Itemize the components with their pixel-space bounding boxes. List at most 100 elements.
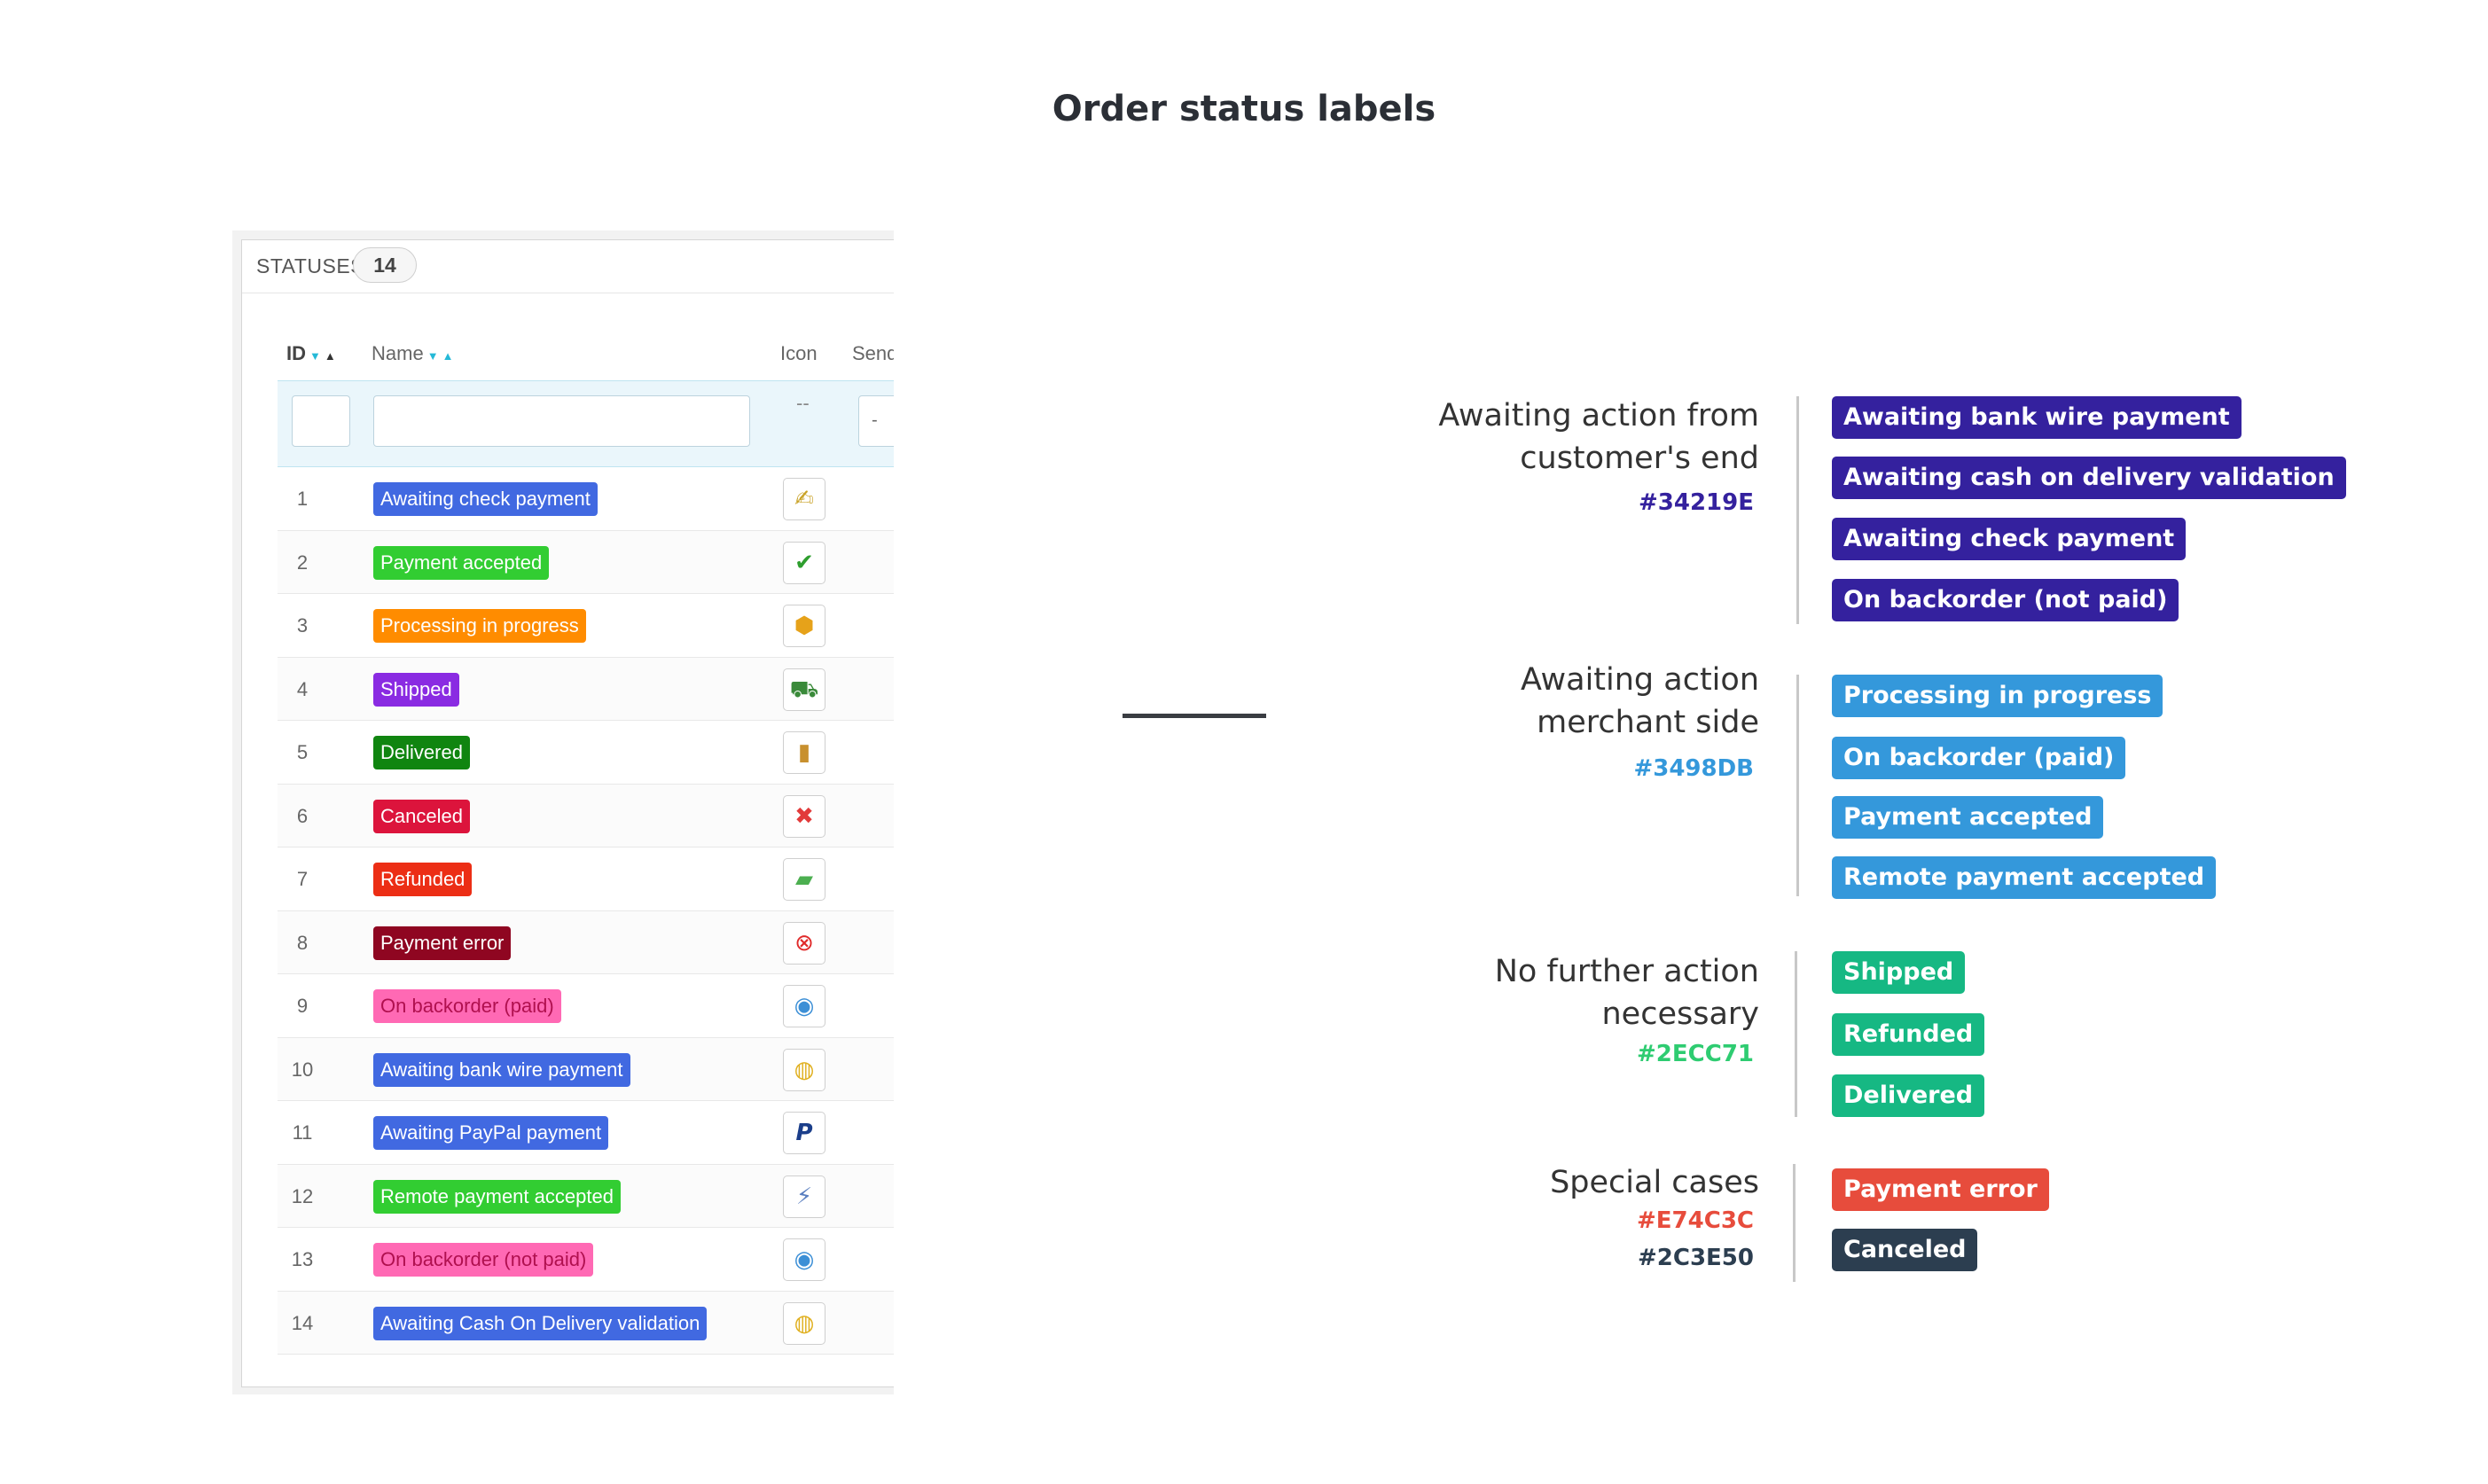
sort-desc-icon[interactable]: ▼ bbox=[309, 349, 321, 363]
box-icon: ▮ bbox=[783, 731, 825, 774]
row-id: 5 bbox=[296, 741, 309, 763]
group-divider bbox=[1793, 1164, 1796, 1282]
status-pill: Processing in progress bbox=[1832, 675, 2163, 717]
row-id: 7 bbox=[296, 868, 309, 890]
row-id: 12 bbox=[291, 1184, 314, 1207]
coins-icon: ◍ bbox=[783, 1048, 825, 1091]
status-name-label: Awaiting Cash On Delivery validation bbox=[373, 1306, 708, 1340]
row-id: 8 bbox=[296, 931, 309, 954]
row-id: 6 bbox=[296, 804, 309, 827]
group-label: Awaiting action from customer's end bbox=[1263, 394, 1759, 480]
status-pill: Awaiting bank wire payment bbox=[1832, 396, 2242, 439]
error-circle-icon: ⊗ bbox=[783, 921, 825, 965]
sort-asc-icon[interactable]: ▲ bbox=[324, 349, 336, 363]
table-row[interactable]: 10 Awaiting bank wire payment ◍ bbox=[278, 1037, 894, 1101]
status-pill: Remote payment accepted bbox=[1832, 856, 2217, 899]
status-name-label: Processing in progress bbox=[373, 609, 586, 643]
table-row[interactable]: 5 Delivered ▮ bbox=[278, 721, 894, 785]
group-label: Awaiting action merchant side bbox=[1263, 659, 1759, 744]
group-label: No further action necessary bbox=[1263, 950, 1759, 1035]
status-pill: Shipped bbox=[1832, 951, 1966, 994]
row-id: 9 bbox=[296, 995, 309, 1017]
group-label-line: Awaiting action from bbox=[1438, 398, 1759, 433]
table-row[interactable]: 4 Shipped ⛟ bbox=[278, 657, 894, 721]
status-name-label: Payment accepted bbox=[373, 545, 550, 580]
page-title: Order status labels bbox=[1052, 89, 1436, 129]
cross-icon: ✖ bbox=[783, 794, 825, 838]
group-label: Special cases bbox=[1263, 1161, 1759, 1204]
column-header-name-label: Name bbox=[372, 342, 424, 364]
column-header-name[interactable]: Name▼▲ bbox=[372, 342, 453, 365]
group-label-line: merchant side bbox=[1537, 705, 1759, 740]
connector-line bbox=[1123, 714, 1266, 718]
table-row[interactable]: 11 Awaiting PayPal payment P bbox=[278, 1101, 894, 1165]
status-name-label: Canceled bbox=[373, 799, 470, 833]
row-id: 2 bbox=[296, 551, 309, 574]
status-name-label: Awaiting bank wire payment bbox=[373, 1052, 630, 1087]
filter-row: -- - bbox=[278, 380, 894, 467]
status-name-label: Refunded bbox=[373, 863, 473, 896]
table-row[interactable]: 6 Canceled ✖ bbox=[278, 784, 894, 847]
group-hex-code: #3498DB bbox=[1633, 755, 1754, 782]
status-pill: Payment error bbox=[1832, 1168, 2049, 1211]
status-pill: On backorder (paid) bbox=[1832, 737, 2126, 779]
column-header-icon: Icon bbox=[780, 342, 818, 364]
refresh-globe-icon: ◉ bbox=[783, 985, 825, 1027]
group-label-line: customer's end bbox=[1520, 441, 1759, 476]
table-row[interactable]: 7 Refunded ▰ bbox=[278, 847, 894, 911]
name-filter-input[interactable] bbox=[373, 395, 750, 447]
status-pill: Canceled bbox=[1832, 1229, 1978, 1271]
status-pill: Delivered bbox=[1832, 1074, 1985, 1117]
table-row[interactable]: 2 Payment accepted ✔ bbox=[278, 530, 894, 594]
status-pill: Payment accepted bbox=[1832, 796, 2104, 839]
paypal-icon: P bbox=[783, 1112, 825, 1154]
status-pill: On backorder (not paid) bbox=[1832, 579, 2179, 621]
group-hex-code: #34219E bbox=[1639, 489, 1754, 516]
row-id: 3 bbox=[296, 614, 309, 637]
sort-asc-icon[interactable]: ▲ bbox=[442, 349, 454, 363]
group-label-line: No further action bbox=[1494, 954, 1759, 989]
coins-icon: ◍ bbox=[783, 1301, 825, 1345]
column-header-id-label: ID bbox=[286, 342, 306, 364]
column-header-send: Send bbox=[852, 342, 894, 364]
row-id: 10 bbox=[291, 1058, 314, 1081]
statuses-panel: STATUSES 14 ID▼▲ Name▼▲ Icon Send -- - 1… bbox=[232, 230, 894, 1394]
table-row[interactable]: 9 On backorder (paid) ◉ bbox=[278, 974, 894, 1038]
status-pill: Awaiting check payment bbox=[1832, 518, 2187, 560]
status-name-label: Awaiting PayPal payment bbox=[373, 1116, 609, 1150]
status-count-badge: 14 bbox=[353, 247, 417, 283]
status-name-label: Awaiting check payment bbox=[373, 482, 598, 516]
refresh-globe-icon: ◉ bbox=[783, 1238, 825, 1281]
status-name-label: Remote payment accepted bbox=[373, 1179, 621, 1214]
group-label-line: Awaiting action bbox=[1520, 662, 1759, 698]
status-pill: Refunded bbox=[1832, 1013, 1985, 1056]
send-filter-select[interactable]: - bbox=[858, 395, 894, 447]
group-label-line: necessary bbox=[1601, 996, 1759, 1032]
sort-desc-icon[interactable]: ▼ bbox=[426, 349, 439, 363]
row-id: 11 bbox=[292, 1121, 313, 1144]
status-pill: Awaiting cash on delivery validation bbox=[1832, 457, 2346, 499]
status-name-label: On backorder (paid) bbox=[373, 989, 561, 1023]
id-filter-input[interactable] bbox=[292, 395, 350, 447]
money-icon: ▰ bbox=[783, 858, 825, 901]
row-id: 4 bbox=[296, 677, 309, 700]
row-id: 1 bbox=[296, 488, 309, 510]
group-label-line: Special cases bbox=[1550, 1165, 1759, 1200]
statuses-table-card: STATUSES 14 ID▼▲ Name▼▲ Icon Send -- - 1… bbox=[241, 239, 894, 1387]
status-name-label: Delivered bbox=[373, 736, 470, 769]
truck-icon: ⛟ bbox=[783, 668, 825, 711]
column-header-id[interactable]: ID▼▲ bbox=[286, 342, 336, 365]
group-hex-code: #2ECC71 bbox=[1637, 1041, 1754, 1067]
group-divider bbox=[1796, 675, 1799, 896]
status-name-label: Shipped bbox=[373, 672, 459, 707]
group-divider bbox=[1796, 396, 1799, 624]
checkmark-icon: ✔ bbox=[783, 541, 825, 584]
row-id: 13 bbox=[291, 1248, 314, 1270]
